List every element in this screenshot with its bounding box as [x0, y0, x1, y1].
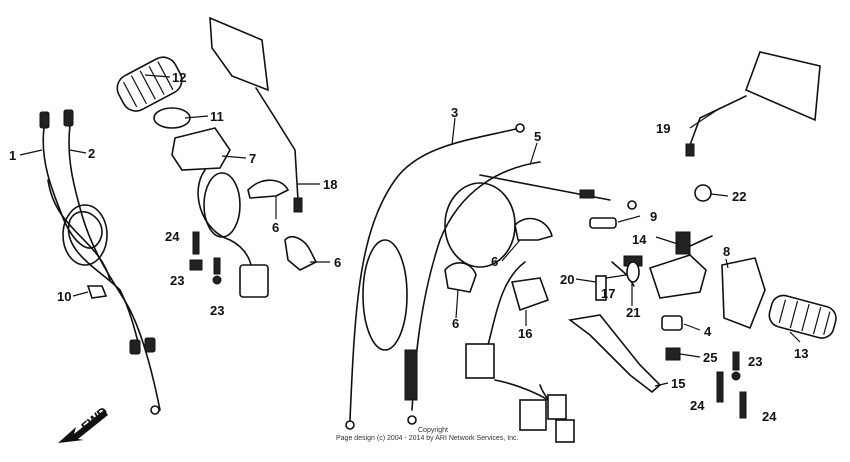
callout-22: 22	[732, 189, 746, 204]
callout-2: 2	[88, 146, 95, 161]
callout-6-left-a: 6	[272, 220, 279, 235]
fwd-arrow-icon	[58, 410, 108, 443]
callout-6-center-a: 6	[491, 254, 498, 269]
callout-23-left-b: 23	[210, 303, 224, 318]
callout-24-right-a: 24	[690, 398, 705, 413]
center-cables	[345, 123, 637, 430]
callout-4: 4	[704, 324, 712, 339]
callout-20: 20	[560, 272, 574, 287]
brake-lever-15	[568, 314, 662, 394]
callout-1: 1	[9, 148, 16, 163]
part-22	[694, 184, 712, 202]
center-clamps	[444, 217, 553, 293]
callout-5: 5	[534, 129, 541, 144]
callout-17: 17	[601, 286, 615, 301]
callout-6-center-b: 6	[452, 316, 459, 331]
callout-6-left-b: 6	[334, 255, 341, 270]
callout-3: 3	[451, 105, 458, 120]
callout-21: 21	[626, 305, 640, 320]
left-grip-assembly	[116, 56, 269, 298]
throttle-cables	[39, 109, 161, 415]
callout-24-left: 24	[165, 229, 180, 244]
small-parts-20-21	[595, 255, 643, 301]
callout-23-left-a: 23	[170, 273, 184, 288]
callout-9: 9	[650, 209, 657, 224]
left-mirror	[209, 16, 303, 213]
callout-23-right: 23	[748, 354, 762, 369]
switch-harness-16	[465, 261, 575, 443]
callout-7: 7	[249, 151, 256, 166]
callout-14: 14	[632, 232, 647, 247]
callout-24-right-b: 24	[762, 409, 777, 424]
copyright-line-1: Copyright	[418, 427, 448, 434]
callout-12: 12	[172, 70, 186, 85]
part-25	[665, 347, 681, 361]
callout-labels: 1 2 3 5 12 11 7 18 6 6 24 23 23 10 9 14 …	[9, 70, 808, 424]
part-4	[661, 315, 683, 331]
leader-lines	[19, 74, 801, 387]
callout-25: 25	[703, 350, 717, 365]
callout-19: 19	[656, 121, 670, 136]
callout-10: 10	[57, 289, 71, 304]
callout-13: 13	[794, 346, 808, 361]
forward-direction-indicator: FWD	[58, 404, 111, 443]
clip-part-10	[86, 285, 108, 299]
right-bolts	[716, 351, 747, 419]
callout-8: 8	[723, 244, 730, 259]
callout-16: 16	[518, 326, 532, 341]
master-cylinder-14	[648, 231, 713, 299]
copyright-line-2: Page design (c) 2004 - 2014 by ARI Netwo…	[336, 435, 519, 442]
callout-18: 18	[323, 177, 337, 192]
left-clamps	[247, 179, 317, 271]
callout-11: 11	[210, 109, 224, 124]
right-grip-assembly	[721, 257, 837, 339]
left-bolts	[189, 231, 222, 285]
fwd-label: FWD	[78, 404, 110, 435]
part-9	[589, 217, 617, 229]
right-mirror	[685, 51, 821, 157]
callout-15: 15	[671, 376, 685, 391]
